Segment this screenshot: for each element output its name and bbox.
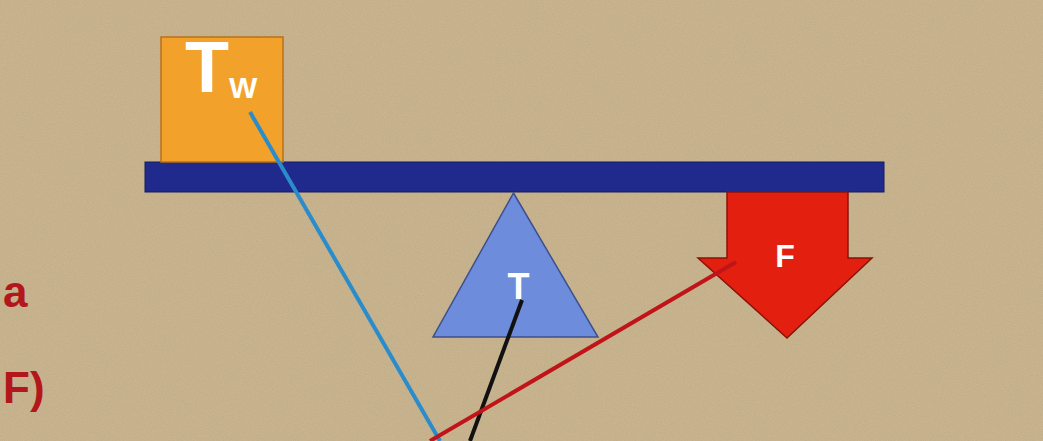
side-label: F) [3, 366, 45, 410]
symbol-letter: T [508, 269, 530, 305]
effort-arm-line [430, 262, 736, 441]
side-label: a [3, 270, 27, 314]
symbol-letter: T [185, 31, 229, 103]
fulcrum-line [470, 300, 522, 441]
symbol-letter: F [775, 240, 795, 272]
load-arm-line [250, 112, 440, 441]
load-box: TW [161, 37, 283, 162]
edge-labels: aF) [0, 0, 120, 441]
force-arrow-shape [698, 192, 872, 338]
force-arrow: F [698, 192, 872, 338]
lever-beam [145, 162, 884, 192]
subscript-letter: W [229, 73, 257, 103]
